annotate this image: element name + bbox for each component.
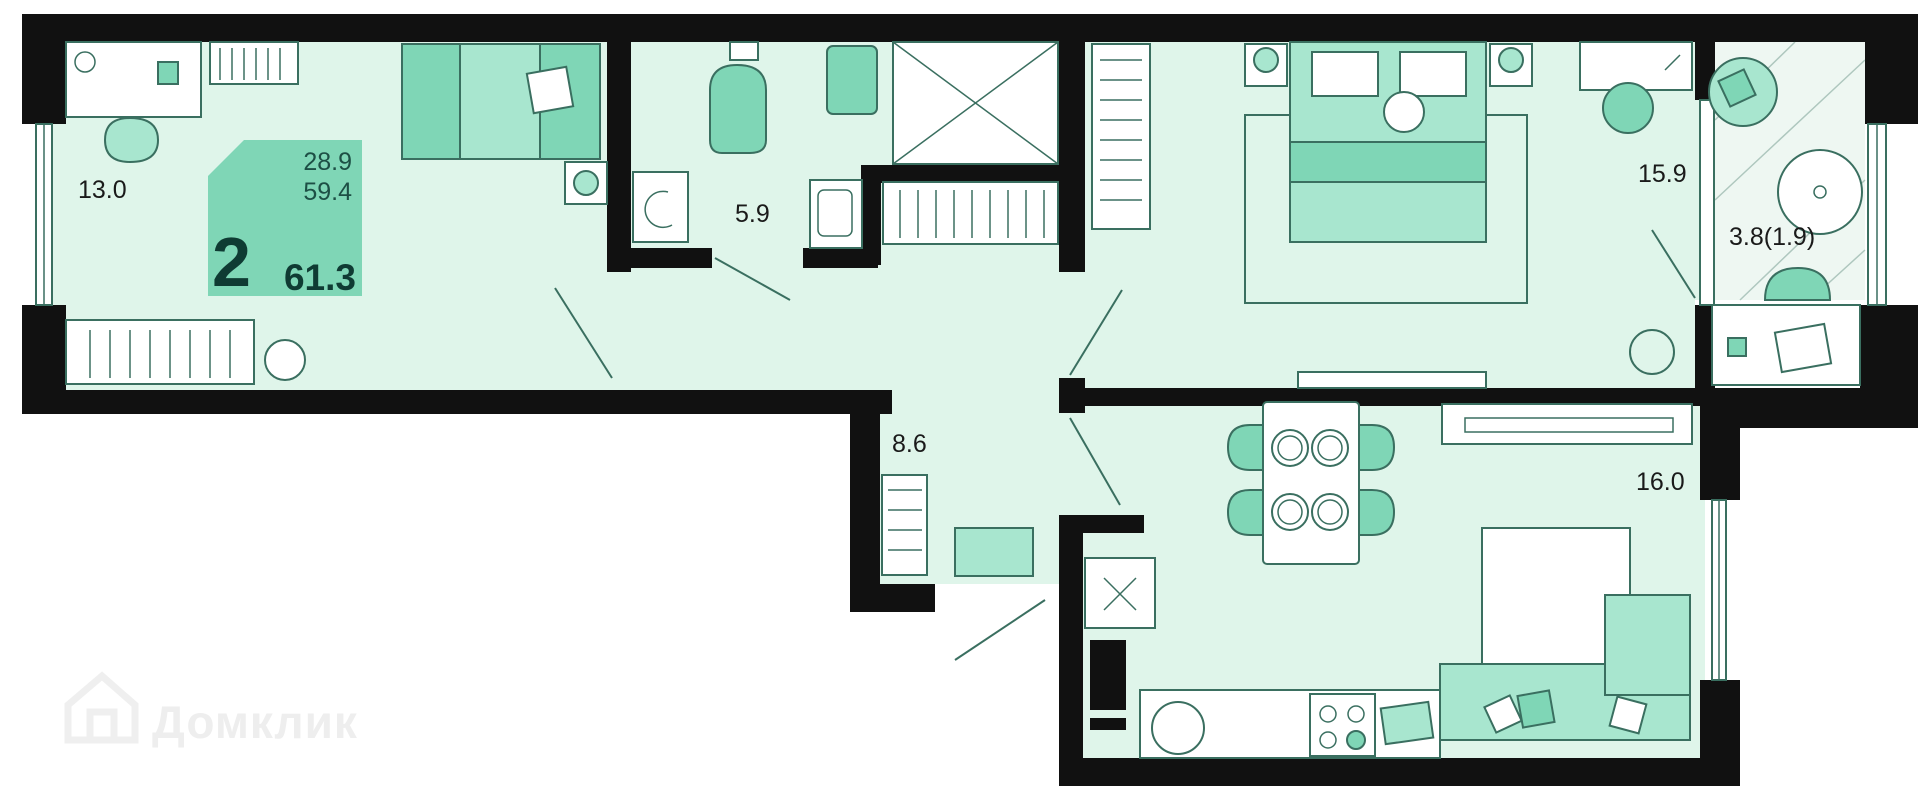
balcony-door — [1699, 99, 1715, 306]
tv-stand-icon — [1441, 403, 1693, 445]
stool-icon — [1602, 82, 1654, 134]
door-entrance — [954, 599, 1046, 661]
pillow-left-icon — [1311, 51, 1379, 97]
door-left-bedroom — [554, 287, 613, 379]
wardrobe-right-icon — [1091, 43, 1151, 230]
washing-machine-icon — [632, 171, 689, 243]
dining-chair-icon — [1226, 424, 1264, 471]
stove-icon — [1309, 693, 1376, 757]
laptop-icon — [1773, 322, 1833, 374]
bookshelf-icon — [209, 41, 299, 85]
badge-room-count: 2 — [212, 223, 251, 301]
cutting-board-icon — [1379, 700, 1435, 746]
badge-kitchen-area: 59.4 — [303, 178, 352, 206]
plant-icon — [74, 51, 96, 73]
watermark-text: Домклик — [152, 696, 358, 748]
pillow-right-icon — [1399, 51, 1467, 97]
plant-flower-icon — [264, 339, 306, 381]
kitchen-living-furniture — [1084, 401, 1693, 759]
door-balcony — [1651, 229, 1696, 299]
apartment-badge: 28.9 59.4 2 61.3 — [208, 140, 362, 301]
right-bedroom-furniture — [1069, 41, 1696, 389]
room-labels: 13.0 5.9 15.9 3.8(1.9) 8.6 16.0 — [78, 160, 1815, 496]
cushion-icon — [1516, 689, 1556, 729]
walls — [22, 14, 1918, 786]
wardrobe-corridor-icon — [882, 181, 1059, 245]
room-area-bedroom-right: 15.9 — [1638, 160, 1687, 188]
wardrobe-left-icon — [65, 319, 255, 385]
bathroom-fixtures — [632, 41, 1059, 301]
badge-living-area: 28.9 — [303, 148, 352, 176]
flower-icon — [1383, 91, 1425, 133]
desk-icon — [65, 41, 202, 118]
badge-total-area: 61.3 — [284, 257, 356, 298]
sink-kitchen-icon — [1151, 701, 1205, 755]
toilet-tank-icon — [729, 41, 759, 61]
pillow-icon — [525, 65, 575, 115]
room-area-kitchen-living: 16.0 — [1636, 468, 1685, 496]
plant-right-icon — [1629, 329, 1675, 375]
dining-table-icon — [1262, 401, 1360, 565]
chair-icon — [1763, 266, 1832, 301]
desk-chair-icon — [103, 116, 160, 164]
balcony — [1708, 41, 1866, 386]
door-right-bedroom — [1069, 289, 1123, 376]
door-kitchen — [1069, 417, 1121, 506]
house-logo-icon — [64, 671, 139, 744]
badge-shape — [208, 140, 362, 296]
hallway-furniture — [881, 417, 1121, 661]
toilet-icon — [709, 63, 767, 154]
doormat-icon — [954, 527, 1034, 577]
round-table-icon — [1777, 149, 1863, 235]
vanity-icon — [1579, 41, 1693, 91]
room-area-balcony: 3.8(1.9) — [1729, 223, 1815, 251]
watermark: Домклик — [64, 671, 358, 748]
left-bedroom-furniture — [65, 41, 613, 385]
room-area-bathroom: 5.9 — [735, 200, 770, 228]
shoe-rack-icon — [881, 474, 928, 576]
radiator-icon — [1297, 371, 1487, 389]
windows — [35, 99, 1887, 681]
door-bathroom — [714, 257, 791, 301]
bath-mat-icon — [826, 45, 878, 115]
room-area-hallway: 8.6 — [892, 430, 927, 458]
room-area-bedroom-left: 13.0 — [78, 176, 127, 204]
